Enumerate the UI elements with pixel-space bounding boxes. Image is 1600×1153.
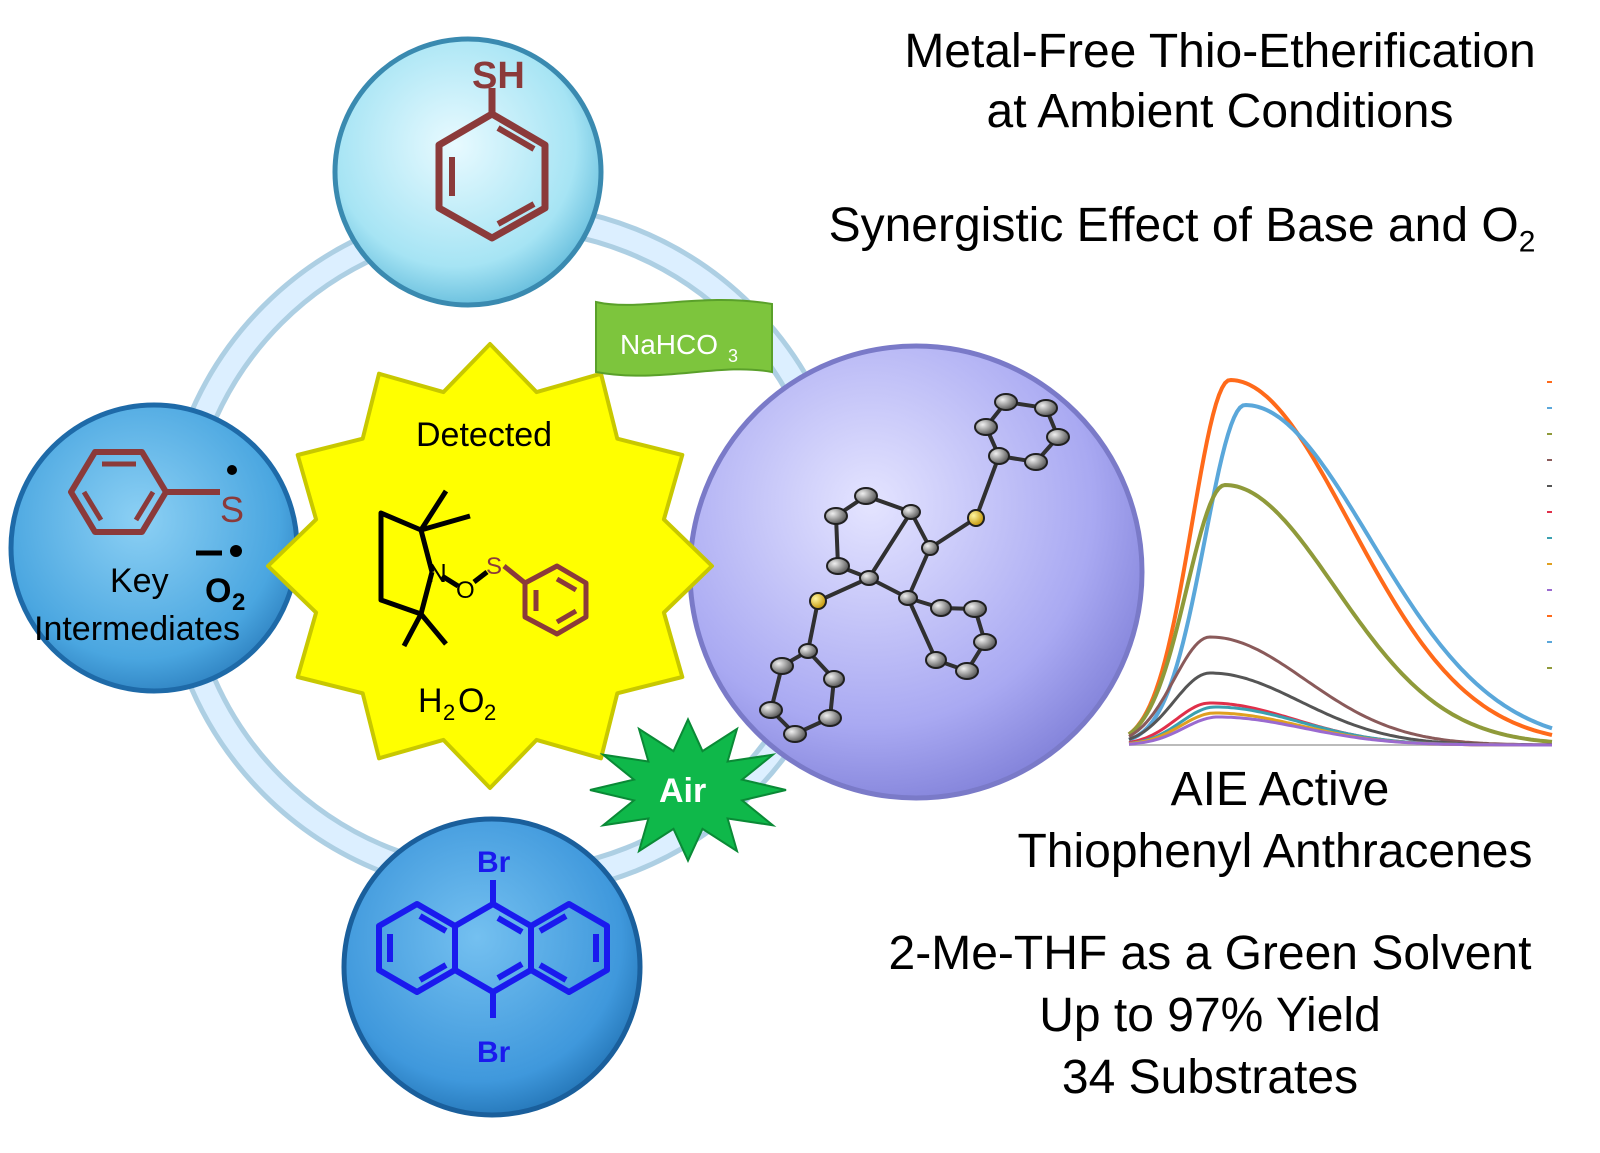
byproduct-h: H — [418, 682, 443, 720]
emission-curve — [1127, 377, 1553, 737]
emission-curve — [1128, 402, 1553, 742]
title-line-1: Metal-Free Thio-Etherification — [904, 25, 1536, 78]
star-shape — [266, 342, 714, 790]
emission-curve — [1127, 482, 1553, 744]
base-label: NaHCO — [620, 329, 718, 360]
title-line-2: at Ambient Conditions — [986, 85, 1454, 138]
subtitle: Synergistic Effect of Base and O2 — [792, 198, 1572, 271]
plot-right-ticks — [1547, 381, 1552, 669]
bromine-bottom: Br — [477, 1036, 511, 1069]
aie-line-2: Thiophenyl Anthracenes — [1017, 825, 1533, 878]
key-label: Key — [110, 562, 169, 600]
dibromoanthracene-node: Br Br — [341, 816, 643, 1118]
air-burst-shape — [589, 716, 787, 864]
intermediates-label: Intermediates — [34, 610, 240, 648]
superoxide-sub: 2 — [232, 589, 245, 616]
byproduct-o: O — [458, 682, 484, 720]
tempo-adduct-structure — [378, 489, 489, 648]
highlight-line-2: Up to 97% Yield — [1039, 989, 1381, 1042]
superoxide-dot — [230, 545, 242, 557]
bromine-top: Br — [477, 846, 511, 879]
emission-spectra-plot — [1127, 377, 1553, 747]
detected-label: Detected — [416, 416, 552, 454]
detected-species-star: Detected N O S H 2 O 2 — [266, 342, 714, 790]
thiophenol-ring — [435, 110, 549, 242]
base-badge: NaHCO 3 — [595, 299, 773, 377]
highlight-line-3: 34 Substrates — [1061, 1051, 1359, 1104]
thiol-sh-label: SH — [472, 55, 525, 97]
byproduct-sub-2: 2 — [484, 700, 496, 725]
aie-line-1: AIE Active — [1170, 763, 1390, 816]
radical-dot — [227, 465, 237, 475]
superoxide-o: O — [205, 572, 231, 610]
tempo-n-atom: N — [428, 558, 447, 588]
emission-curves — [1127, 377, 1553, 747]
tempo-o-atom: O — [456, 577, 475, 604]
air-label: Air — [659, 772, 706, 810]
emission-curve — [1128, 715, 1552, 747]
emission-curve — [1128, 705, 1552, 747]
thiophenol-node: SH — [332, 36, 604, 308]
highlight-line-1: 2-Me-THF as a Green Solvent — [888, 927, 1532, 980]
product-crystal-node — [687, 343, 1145, 801]
thiyl-radical-ring — [68, 449, 169, 535]
byproduct-sub-1: 2 — [443, 700, 455, 725]
tempo-s-atom: S — [486, 553, 502, 580]
key-intermediates-node: S O 2 Key Intermediates — [8, 402, 300, 694]
ortep-atoms — [759, 393, 1070, 743]
air-burst: Air — [589, 716, 787, 864]
base-subscript: 3 — [728, 346, 738, 366]
radical-s-atom: S — [220, 489, 244, 530]
subtitle-subscript: 2 — [1518, 225, 1536, 259]
subtitle-main: Synergistic Effect of Base and O — [828, 199, 1519, 252]
